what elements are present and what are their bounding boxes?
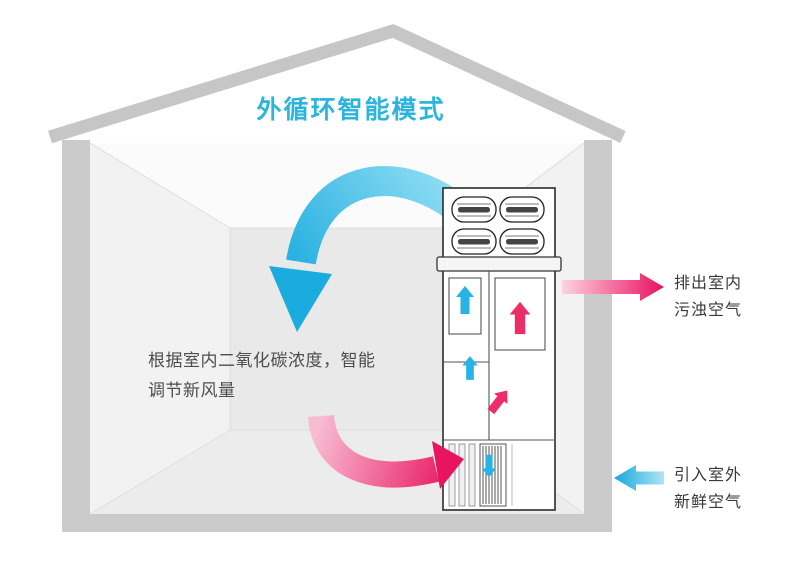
house-walls (62, 140, 612, 532)
indoor-return-arrow-icon (308, 414, 464, 489)
diagram-title: 外循环智能模式 (256, 96, 446, 124)
vent-slats (457, 203, 539, 249)
intake-label-line2: 新鲜空气 (674, 494, 743, 511)
description-line2: 调节新风量 (148, 381, 236, 400)
description-line1: 根据室内二氧化碳浓度，智能 (148, 351, 376, 370)
heat-exchanger (448, 443, 513, 507)
exhaust-label-line1: 排出室内 (674, 275, 743, 292)
intake-label: 引入室外 新鲜空气 (674, 462, 764, 516)
ventilation-unit (436, 187, 562, 511)
roof (48, 24, 626, 144)
intake-arrow-icon (614, 465, 664, 491)
exhaust-arrow-icon (562, 273, 664, 301)
intake-label-line1: 引入室外 (674, 467, 743, 484)
exhaust-label-line2: 污浊空气 (674, 302, 743, 319)
description-text: 根据室内二氧化碳浓度，智能 调节新风量 (148, 346, 418, 406)
exhaust-label: 排出室内 污浊空气 (674, 270, 764, 324)
unit-flange (436, 256, 562, 272)
indoor-supply-arrow-icon (269, 166, 474, 332)
vent-bars (458, 207, 538, 245)
